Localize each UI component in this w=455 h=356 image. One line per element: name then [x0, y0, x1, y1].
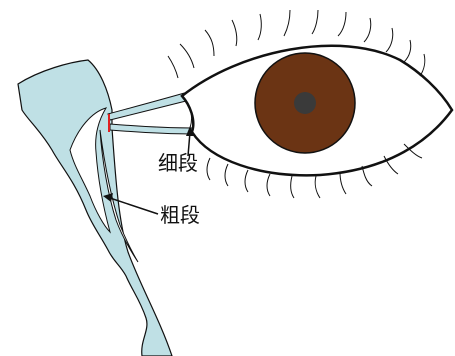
thick-segment-label: 粗段: [160, 205, 200, 225]
lower-canaliculus: [110, 124, 192, 134]
upper-canaliculus: [108, 92, 190, 120]
pupil: [294, 92, 316, 114]
thin-segment-label: 细段: [158, 153, 198, 173]
